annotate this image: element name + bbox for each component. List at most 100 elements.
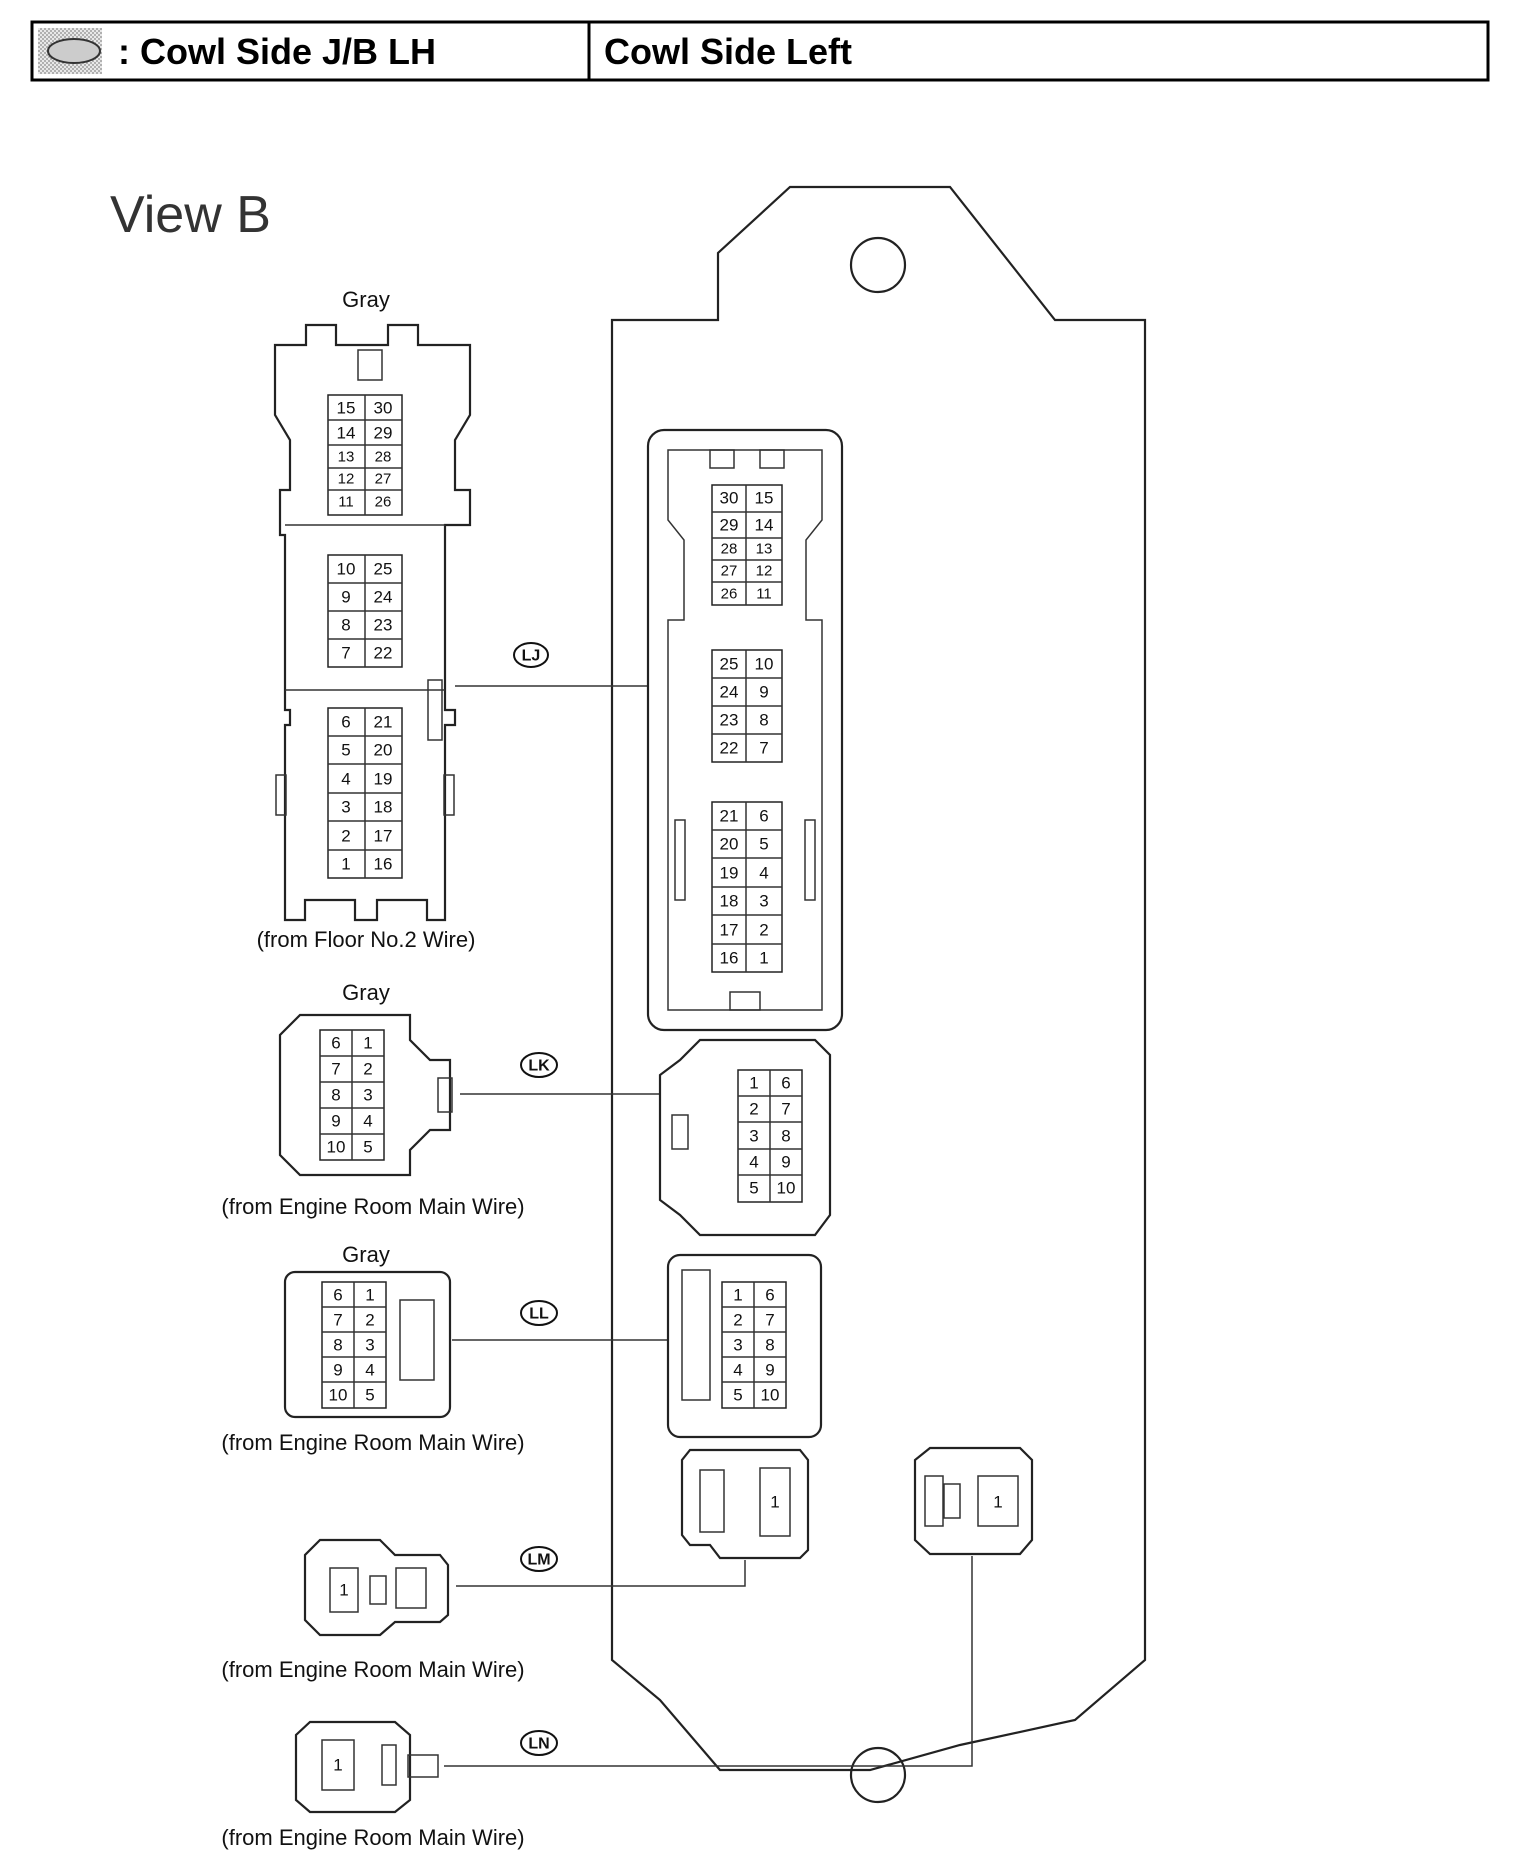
connector-lm-lead: [456, 1560, 746, 1587]
svg-text:8: 8: [781, 1127, 790, 1146]
svg-text:11: 11: [756, 586, 772, 603]
connector-ll-source: (from Engine Room Main Wire): [221, 1430, 524, 1455]
svg-text:9: 9: [759, 683, 768, 702]
svg-text:3: 3: [365, 1336, 374, 1355]
mounting-hole-bottom: [849, 1746, 907, 1804]
svg-text:2: 2: [733, 1311, 742, 1330]
junction-block-body: [610, 185, 1147, 1804]
svg-text:24: 24: [374, 588, 393, 607]
svg-text:1: 1: [749, 1074, 758, 1093]
svg-text:6: 6: [341, 713, 350, 732]
svg-text:27: 27: [721, 563, 738, 580]
svg-text:7: 7: [765, 1311, 774, 1330]
svg-text:1: 1: [759, 949, 768, 968]
svg-text:4: 4: [363, 1112, 372, 1131]
svg-text:15: 15: [755, 489, 774, 508]
svg-text:22: 22: [374, 644, 393, 663]
connector-ln-harness: 1 (from Engine Room Main Wire): [221, 1720, 525, 1850]
connector-ln-jb: 1: [913, 1446, 1034, 1556]
svg-text:2: 2: [759, 921, 768, 940]
connector-lm-source: (from Engine Room Main Wire): [221, 1657, 524, 1682]
svg-text:1: 1: [363, 1034, 372, 1053]
junction-block-symbol: [47, 38, 101, 64]
svg-text:18: 18: [720, 892, 739, 911]
svg-text:3: 3: [759, 892, 768, 911]
svg-text:1: 1: [733, 1286, 742, 1305]
svg-text:13: 13: [338, 449, 355, 466]
svg-text:2: 2: [749, 1100, 758, 1119]
svg-text:22: 22: [720, 739, 739, 758]
connector-ll-code: LL: [520, 1300, 558, 1326]
svg-text:16: 16: [374, 855, 393, 874]
svg-text:23: 23: [720, 711, 739, 730]
svg-text:10: 10: [329, 1386, 348, 1405]
svg-text:7: 7: [341, 644, 350, 663]
svg-text:8: 8: [765, 1336, 774, 1355]
connector-ll-color: Gray: [342, 1242, 390, 1267]
connector-ln-code: LN: [520, 1730, 558, 1756]
header-bar: : Cowl Side J/B LH Cowl Side Left: [30, 20, 1490, 82]
svg-text:1: 1: [339, 1581, 348, 1600]
svg-text:21: 21: [374, 713, 393, 732]
svg-text:LM: LM: [527, 1552, 550, 1569]
svg-text:7: 7: [759, 739, 768, 758]
svg-text:28: 28: [721, 541, 738, 558]
svg-text:4: 4: [365, 1361, 374, 1380]
svg-text:8: 8: [341, 616, 350, 635]
svg-text:18: 18: [374, 798, 393, 817]
svg-text:19: 19: [720, 864, 739, 883]
view-title: View B: [110, 186, 271, 244]
svg-text:2: 2: [363, 1060, 372, 1079]
svg-text:14: 14: [755, 516, 774, 535]
svg-text:10: 10: [761, 1386, 780, 1405]
svg-text:LK: LK: [528, 1058, 550, 1075]
svg-text:17: 17: [720, 921, 739, 940]
svg-text:1: 1: [993, 1493, 1002, 1512]
svg-text:1: 1: [365, 1286, 374, 1305]
svg-text:30: 30: [374, 399, 393, 418]
svg-text:5: 5: [365, 1386, 374, 1405]
svg-text:20: 20: [720, 835, 739, 854]
connector-lk-code: LK: [520, 1052, 558, 1078]
svg-text:20: 20: [374, 741, 393, 760]
svg-text:5: 5: [341, 741, 350, 760]
svg-text:8: 8: [759, 711, 768, 730]
svg-text:7: 7: [333, 1311, 342, 1330]
svg-text:6: 6: [331, 1034, 340, 1053]
svg-text:3: 3: [341, 798, 350, 817]
svg-text:25: 25: [374, 560, 393, 579]
connector-lj-source: (from Floor No.2 Wire): [257, 927, 476, 952]
svg-text:10: 10: [777, 1179, 796, 1198]
svg-text:19: 19: [374, 770, 393, 789]
svg-text:4: 4: [733, 1361, 742, 1380]
connector-lm-code: LM: [520, 1546, 558, 1572]
svg-text:25: 25: [720, 655, 739, 674]
svg-text:16: 16: [720, 949, 739, 968]
svg-text:7: 7: [781, 1100, 790, 1119]
svg-text:10: 10: [755, 655, 774, 674]
svg-text:12: 12: [338, 471, 355, 488]
svg-text:21: 21: [720, 807, 739, 826]
svg-text:3: 3: [733, 1336, 742, 1355]
svg-text:13: 13: [756, 541, 773, 558]
connector-ln-lead: [444, 1556, 973, 1767]
connector-lk-source: (from Engine Room Main Wire): [221, 1194, 524, 1219]
svg-text:23: 23: [374, 616, 393, 635]
svg-text:6: 6: [781, 1074, 790, 1093]
svg-text:3: 3: [749, 1127, 758, 1146]
svg-text:8: 8: [333, 1336, 342, 1355]
connector-lk-color: Gray: [342, 980, 390, 1005]
svg-text:10: 10: [327, 1138, 346, 1157]
svg-text:14: 14: [337, 424, 356, 443]
svg-text:LN: LN: [528, 1736, 549, 1753]
svg-text:2: 2: [341, 827, 350, 846]
svg-text:15: 15: [337, 399, 356, 418]
svg-text:1: 1: [770, 1493, 779, 1512]
svg-text:29: 29: [720, 516, 739, 535]
svg-text:12: 12: [756, 563, 773, 580]
svg-text:1: 1: [341, 855, 350, 874]
svg-text:1: 1: [333, 1756, 342, 1775]
